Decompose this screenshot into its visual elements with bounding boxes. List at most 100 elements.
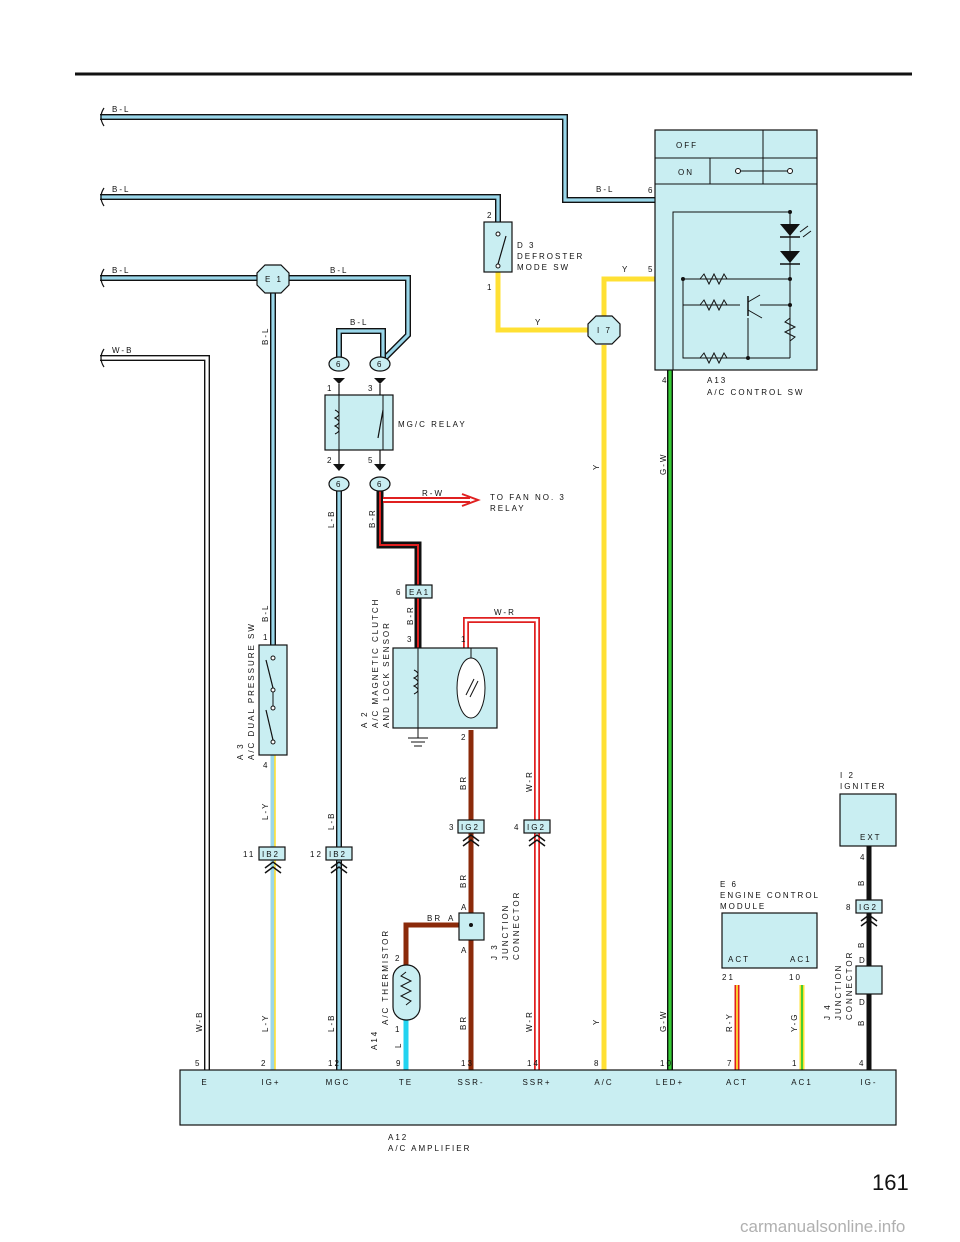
amplifier-terminal-8: ACT (726, 1078, 748, 1087)
wire-label-lb-3: L-B (327, 1014, 336, 1032)
j3-name-2: CONNECTOR (512, 891, 521, 960)
j3-a-bottom: A (461, 946, 468, 955)
led-icon (780, 224, 800, 236)
ib2-connector-11: IB2 11 (243, 846, 286, 874)
amplifier-terminal-7: LED+ (656, 1078, 684, 1087)
amplifier-terminal-2: MGC (326, 1078, 351, 1087)
ig2-connector-4: IG2 4 (514, 819, 551, 847)
ecm-name-1: ENGINE CONTROL (720, 891, 820, 900)
clutch-pin1: 1 (461, 635, 467, 644)
amplifier-pin-3: 9 (396, 1059, 402, 1068)
amplifier-pin-8: 7 (727, 1059, 733, 1068)
wire-label-wr-3: W-R (525, 1010, 534, 1032)
defroster-name1: DEFROSTER (517, 252, 584, 261)
wire-rw (383, 493, 481, 507)
j4-id: J 4 (823, 1003, 832, 1020)
thermistor: 2 1 A14 A/C THERMISTOR (370, 929, 421, 1050)
control-sw-pin6: 6 (648, 186, 654, 195)
ig2a-label: IG2 (461, 823, 480, 832)
i7-junction: I 7 (587, 315, 621, 345)
amplifier-name: A/C AMPLIFIER (388, 1144, 471, 1153)
relay-pin3: 3 (368, 384, 374, 393)
ecm-name-2: MODULE (720, 902, 766, 911)
wire-label-br-3: BR (459, 1015, 468, 1030)
ea1-label: EA1 (409, 588, 430, 597)
ecm-act-label: ACT (728, 955, 750, 964)
amplifier-terminal-10: IG- (860, 1078, 877, 1087)
igniter-id: I 2 (840, 771, 855, 780)
control-sw-on-label: ON (678, 168, 694, 177)
clutch-name-1: A/C MAGNETIC CLUTCH (371, 598, 380, 728)
igniter-pin4: 4 (860, 853, 866, 862)
wire-label-br-2: BR (459, 873, 468, 888)
wire-label-rw: R-W (422, 489, 444, 498)
wire-label-yg: Y-G (790, 1013, 799, 1033)
amplifier-terminal-1: IG+ (261, 1078, 280, 1087)
wire-label-bl-2: B-L (112, 185, 130, 194)
defroster-pin1: 1 (487, 283, 493, 292)
ig2-connector-3: IG2 3 (449, 819, 485, 847)
wire-bl-top (100, 114, 655, 203)
ig2-connector-8: IG2 8 (846, 899, 883, 927)
clutch-name-2: AND LOCK SENSOR (382, 621, 391, 728)
fan-relay-label-1: TO FAN NO. 3 (490, 493, 566, 502)
wire-label-wb-1: W-B (112, 346, 133, 355)
wire-label-ry: R-Y (725, 1012, 734, 1032)
control-sw-pin4: 4 (662, 376, 668, 385)
amplifier-terminal-3: TE (399, 1078, 413, 1087)
e1-junction: E 1 (256, 264, 290, 294)
control-switch: OFF ON 6 5 4 A13 A/C CONTROL SW (648, 129, 818, 397)
wire-wr (463, 617, 540, 1070)
amplifier-pin-1: 2 (261, 1059, 267, 1068)
mgc-relay: 6 6 6 6 1 3 2 5 MG/C RELAY (324, 356, 467, 492)
amplifier-pin-5: 14 (527, 1059, 540, 1068)
ib2b-label: IB2 (329, 850, 347, 859)
wire-br-red (376, 490, 422, 648)
watermark: carmanualsonline.info (740, 1217, 905, 1236)
ib2a-pin: 11 (243, 850, 255, 859)
wire-label-br-red-2: B-R (406, 605, 415, 625)
wire-label-gw-2: G-W (659, 1010, 668, 1032)
ig2c-pin: 8 (846, 903, 852, 912)
clutch-id: A 2 (360, 710, 369, 728)
wire-label-wr-1: W-R (494, 608, 516, 617)
engine-control-module: E 6 ENGINE CONTROL MODULE ACT AC1 21 10 (720, 880, 820, 982)
thermistor-name: A/C THERMISTOR (381, 929, 390, 1025)
igniter-name: IGNITER (840, 782, 886, 791)
j4-name-2: CONNECTOR (845, 951, 854, 1020)
ib2-connector-12: IB2 12 (310, 846, 353, 874)
ecm-ac1-label: AC1 (790, 955, 812, 964)
control-sw-name: A/C CONTROL SW (707, 388, 804, 397)
wire-label-wr-2: W-R (525, 770, 534, 792)
defroster-name2: MODE SW (517, 263, 570, 272)
amplifier-terminal-9: AC1 (791, 1078, 813, 1087)
relay-name: MG/C RELAY (398, 420, 467, 429)
fan-relay-label-2: RELAY (490, 504, 526, 513)
relay-conn-3: 6 (336, 480, 342, 489)
ea1-pin: 6 (396, 588, 402, 597)
wire-label-bl-5: B-L (350, 318, 368, 327)
j3-a-left: A (448, 914, 455, 923)
wire-label-bl-v1: B-L (261, 327, 270, 345)
wire-label-bl-4: B-L (330, 266, 348, 275)
amplifier-terminal-0: E (201, 1078, 208, 1087)
wire-label-l: L (394, 1042, 403, 1048)
wire-label-bl-3: B-L (112, 266, 130, 275)
wire-ly (270, 755, 276, 1070)
defroster-id: D 3 (517, 241, 535, 250)
igniter: I 2 IGNITER EXT 4 (839, 771, 897, 862)
thermistor-pin2: 2 (395, 954, 401, 963)
control-sw-pin5: 5 (648, 265, 654, 274)
wire-label-b-3: B (857, 1019, 866, 1026)
wire-labels: B-L B-L B-L B-L B-L B-L W-B B-L B-L Y Y … (112, 105, 866, 1048)
ib2a-label: IB2 (262, 850, 280, 859)
wire-wb (100, 355, 210, 1070)
thermistor-id: A14 (370, 1030, 379, 1050)
wire-y (495, 272, 655, 1070)
wire-label-y-4: Y (592, 1018, 601, 1025)
control-sw-id: A13 (707, 376, 727, 385)
control-sw-off-label: OFF (676, 141, 698, 150)
amplifier-id: A12 (388, 1133, 408, 1142)
magnetic-clutch: 3 1 2 A 2 A/C MAGNETIC CLUTCH AND LOCK S… (360, 598, 498, 747)
